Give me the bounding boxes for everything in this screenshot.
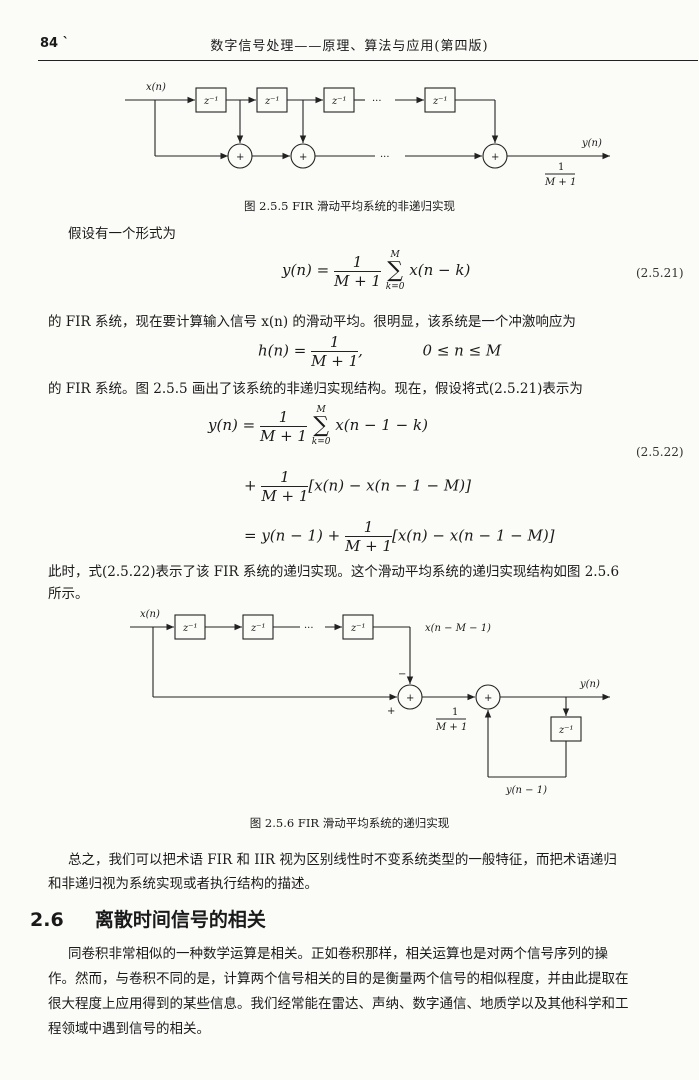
eq-lhs: y(n) = [282,261,330,279]
delay-label: z⁻¹ [250,623,266,634]
eq-lead: + [244,476,257,495]
adder-sign: + [299,152,307,163]
equation-number: (2.5.21) [636,266,684,280]
minus-sign: − [398,669,406,680]
adder-sign: + [484,693,492,704]
paragraph: 所示。 [48,586,89,602]
running-header: 数字信号处理——原理、算法与应用(第四版) [210,39,489,54]
eq-rhs: [x(n) − x(n − 1 − M)] [308,476,471,495]
delay-label: z⁻¹ [558,725,574,736]
paragraph: 此时，式(2.5.22)表示了该 FIR 系统的递归实现。这个滑动平均系统的递归… [48,564,620,580]
delay-label: z⁻¹ [264,96,280,107]
section-heading: 2.6 离散时间信号的相关 [30,905,266,932]
adder-sign: + [491,152,499,163]
gain-denominator: M + 1 [544,177,576,188]
figure-2-5-6: x(n) z⁻¹ z⁻¹ z⁻¹ z⁻¹ ··· x(n − M − 1) − … [130,609,610,796]
paragraph: 的 FIR 系统，现在要计算输入信号 x(n) 的滑动平均。很明显，该系统是一个… [48,314,576,330]
adder-sign: + [406,693,414,704]
input-label: x(n) [146,82,166,93]
feedback-label: y(n − 1) [505,785,547,796]
figure-2-5-5: x(n) z⁻¹ z⁻¹ z⁻¹ z⁻¹ ··· ··· + + + y(n) … [125,82,610,188]
paragraph: 总之，我们可以把术语 FIR 和 IIR 视为区别线性时不变系统类型的一般特征，… [68,852,617,868]
ellipsis: ··· [304,623,314,634]
delay-label: z⁻¹ [182,623,198,634]
equation-number: (2.5.22) [636,445,684,459]
paragraph: 假设有一个形式为 [68,226,176,242]
gain-numerator: 1 [452,707,458,718]
eq-range: 0 ≤ n ≤ M [422,341,502,360]
input-label: x(n) [140,609,160,620]
paragraph: 同卷积非常相似的一种数学运算是相关。正如卷积那样，相关运算也是对两个信号序列的操 [68,946,608,962]
paragraph: 的 FIR 系统。图 2.5.5 画出了该系统的非递归实现结构。现在，假设将式(… [48,381,583,397]
eq-rhs: x(n − 1 − k) [335,416,428,434]
plus-sign: + [387,706,395,717]
summation: M∑k=0 [385,250,405,292]
paragraph: 作。然而，与卷积不同的是，计算两个信号相关的目的是衡量两个信号的相似程度，并由此… [48,971,629,987]
delay-label: z⁻¹ [203,96,219,107]
ellipsis: ··· [372,96,382,107]
paragraph: 程领域中遇到信号的相关。 [48,1021,210,1037]
output-label: y(n) [579,679,600,690]
tap-label: x(n − M − 1) [425,623,491,634]
section-number: 2.6 [30,909,64,931]
gain-denominator: M + 1 [435,722,467,733]
delay-label: z⁻¹ [350,623,366,634]
eq-rhs: x(n − k) [409,261,471,279]
gain-numerator: 1 [558,162,564,173]
summation: M∑k=0 [311,405,331,447]
delay-label: z⁻¹ [331,96,347,107]
eq-lhs: h(n) = [258,341,307,360]
ellipsis: ··· [380,152,390,163]
delay-label: z⁻¹ [432,96,448,107]
adder-sign: + [236,152,244,163]
paragraph: 和非递归视为系统实现或者执行结构的描述。 [48,876,318,892]
section-title: 离散时间信号的相关 [94,909,266,931]
eq-rhs: [x(n) − x(n − 1 − M)] [391,526,555,545]
eq-lhs: y(n) = [208,416,256,434]
paragraph: 很大程度上应用得到的某些信息。我们经常能在雷达、声纳、数字通信、地质学以及其他科… [48,996,629,1012]
page-number: 84 ` [40,36,70,51]
figure-caption: 图 2.5.6 FIR 滑动平均系统的递归实现 [249,816,450,830]
figure-caption: 图 2.5.5 FIR 滑动平均系统的非递归实现 [244,199,455,213]
output-label: y(n) [581,138,602,149]
comma: , [358,341,363,360]
header-rule [38,60,698,61]
eq-lead: = y(n − 1) + [244,526,341,545]
